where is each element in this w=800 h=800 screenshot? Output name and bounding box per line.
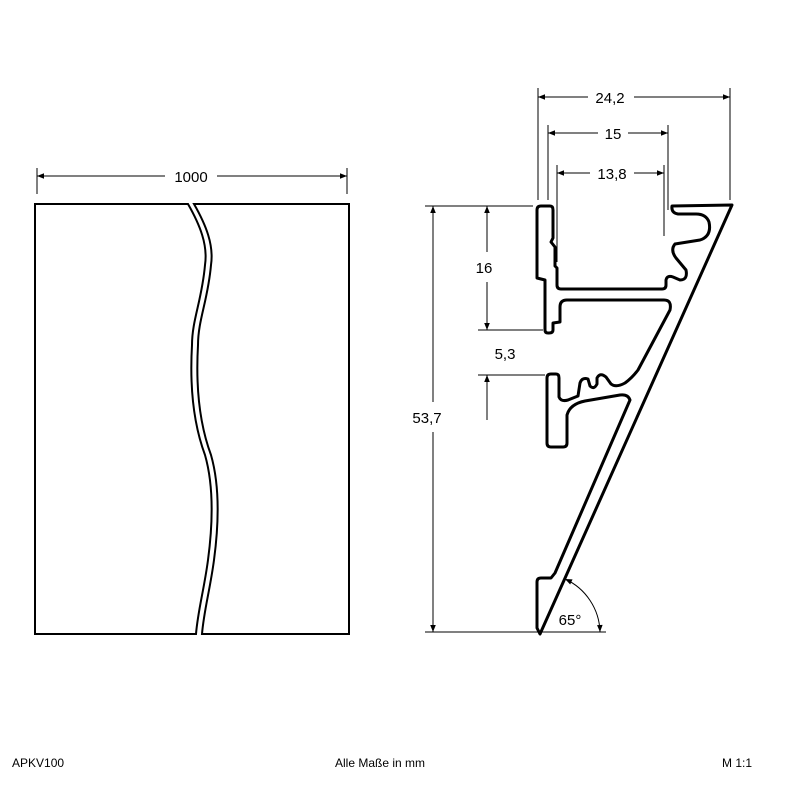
angle-label: 65°: [559, 612, 582, 629]
profile-cross-section: [535, 203, 734, 636]
width-inner-label: 13,8: [597, 166, 626, 183]
units-note: Alle Maße in mm: [335, 756, 426, 770]
length-dimension: [36, 168, 348, 194]
height-total-label: 53,7: [412, 410, 441, 427]
gap-height-label: 5,3: [495, 346, 516, 363]
profile-dimensions: [425, 88, 731, 633]
width-total-label: 24,2: [595, 90, 624, 107]
article-number: APKV100: [12, 756, 65, 770]
width-opening-label: 15: [605, 126, 622, 143]
length-dimension-label: 1000: [174, 169, 207, 186]
height-channel-label: 16: [476, 260, 493, 277]
length-view-right-part: [192, 203, 350, 635]
length-view: [34, 203, 350, 635]
scale-label: M 1:1: [722, 756, 753, 770]
length-view-left-part: [34, 203, 213, 635]
